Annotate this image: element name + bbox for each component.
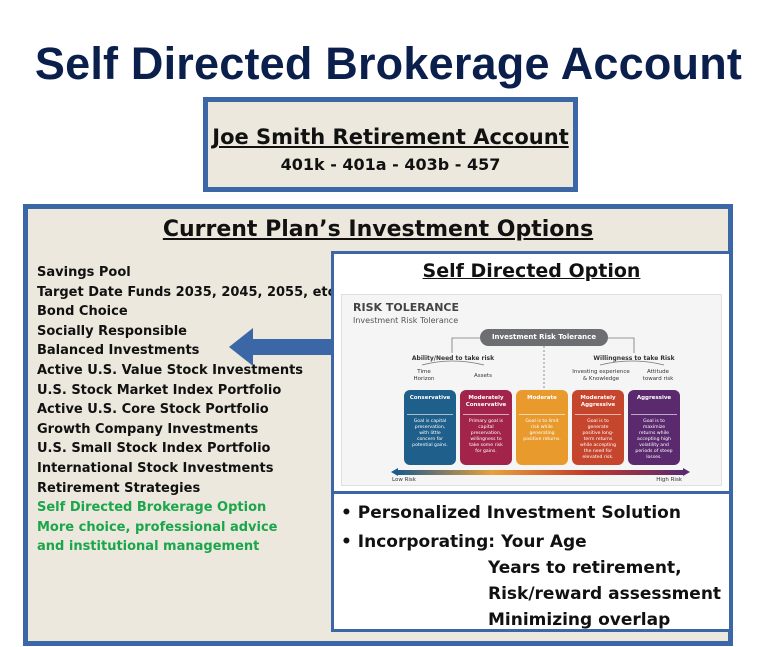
account-box: Joe Smith Retirement Account 401k - 401a… (203, 97, 578, 192)
account-name: Joe Smith Retirement Account (212, 125, 569, 149)
option-item: Active U.S. Value Stock Investments (37, 362, 304, 378)
highlight-option-item: Self Directed Brokerage Option (37, 500, 267, 516)
risk-card-desc: Primary goal is capital preservation, wi… (463, 414, 509, 455)
option-item: Growth Company Investments (37, 421, 259, 437)
account-types: 401k - 401a - 403b - 457 (280, 155, 501, 174)
risk-card-name: Moderately Conservative (465, 395, 507, 408)
plan-options-box: Current Plan’s Investment Options Saving… (23, 204, 733, 646)
risk-card-name: Aggressive (636, 395, 672, 401)
highlight-option-item: and institutional management (37, 539, 260, 555)
investment-options-list: Savings Pool Target Date Funds 2035, 204… (37, 263, 340, 557)
time-horizon-label: Time Horizon (413, 369, 435, 382)
risk-card-desc: Goal is to limit risk while generating p… (519, 414, 565, 443)
risk-card-conservative: Conservative Goal is capital preservatio… (404, 390, 456, 465)
risk-tree-connectors (421, 337, 665, 390)
solution-line-years: Years to retirement, (488, 558, 682, 578)
risk-center-pill: Investment Risk Tolerance (480, 329, 608, 346)
assets-label: Assets (474, 373, 492, 379)
highlight-option-item: More choice, professional advice (37, 519, 278, 535)
solution-line-risk-reward: Risk/reward assessment (488, 584, 722, 604)
attitude-toward-risk-label: Attitude toward risk (642, 369, 674, 382)
option-item: Bond Choice (37, 304, 128, 320)
high-risk-arrow-icon (683, 468, 690, 476)
risk-card-desc: Goal is to maximize returns while accept… (631, 414, 677, 461)
risk-card-moderate: Moderate Goal is to limit risk while gen… (516, 390, 568, 465)
investing-experience-label: Investing experience & Knowledge (572, 369, 630, 382)
high-risk-label: High Risk (656, 477, 682, 483)
option-item: U.S. Small Stock Index Portfolio (37, 441, 271, 457)
risk-card-aggressive: Aggressive Goal is to maximize returns w… (628, 390, 680, 465)
risk-card-desc: Goal is capital preservation, with littl… (407, 414, 453, 449)
risk-card-name: Conservative (409, 395, 451, 401)
low-risk-label: Low Risk (392, 477, 416, 483)
plan-options-title: Current Plan’s Investment Options (162, 217, 594, 242)
self-directed-option-box: Self Directed Option RISK TOLERANCE Inve… (331, 251, 732, 494)
solution-bullet-personalized: • Personalized Investment Solution (341, 503, 681, 523)
risk-cards: Conservative Goal is capital preservatio… (404, 390, 680, 465)
willingness-branch-label: Willingness to take Risk (593, 355, 675, 362)
self-directed-option-title: Self Directed Option (422, 260, 641, 282)
option-item: Retirement Strategies (37, 480, 201, 496)
page-title: Self Directed Brokerage Account (34, 38, 743, 89)
option-item: Savings Pool (37, 265, 131, 280)
risk-tolerance-graphic: RISK TOLERANCE Investment Risk Tolerance… (341, 294, 722, 486)
risk-card-moderately-conservative: Moderately Conservative Primary goal is … (460, 390, 512, 465)
option-item: Socially Responsible (37, 323, 187, 339)
option-item: U.S. Stock Market Index Portfolio (37, 382, 282, 398)
risk-card-name: Moderately Aggressive (580, 395, 616, 408)
risk-card-desc: Goal is to generate positive long-term r… (575, 414, 621, 461)
investment-solution-box: • Personalized Investment Solution • Inc… (331, 491, 732, 632)
option-item: International Stock Investments (37, 460, 274, 476)
risk-graphic-title: RISK TOLERANCE (353, 301, 459, 314)
solution-line-overlap: Minimizing overlap (488, 610, 671, 630)
risk-card-moderately-aggressive: Moderately Aggressive Goal is to generat… (572, 390, 624, 465)
risk-graphic-subtitle: Investment Risk Tolerance (353, 316, 459, 325)
risk-card-name: Moderate (527, 395, 557, 401)
solution-bullet-incorporating: • Incorporating: Your Age (341, 532, 587, 552)
option-item: Target Date Funds 2035, 2045, 2055, etc. (37, 284, 341, 300)
risk-gradient-bar (397, 470, 683, 475)
ability-branch-label: Ability/Need to take risk (411, 355, 495, 362)
option-item: Balanced Investments (37, 343, 200, 359)
double-arrow-icon (229, 327, 389, 367)
low-risk-arrow-icon (391, 468, 398, 476)
option-item: Active U.S. Core Stock Portfolio (37, 402, 269, 418)
